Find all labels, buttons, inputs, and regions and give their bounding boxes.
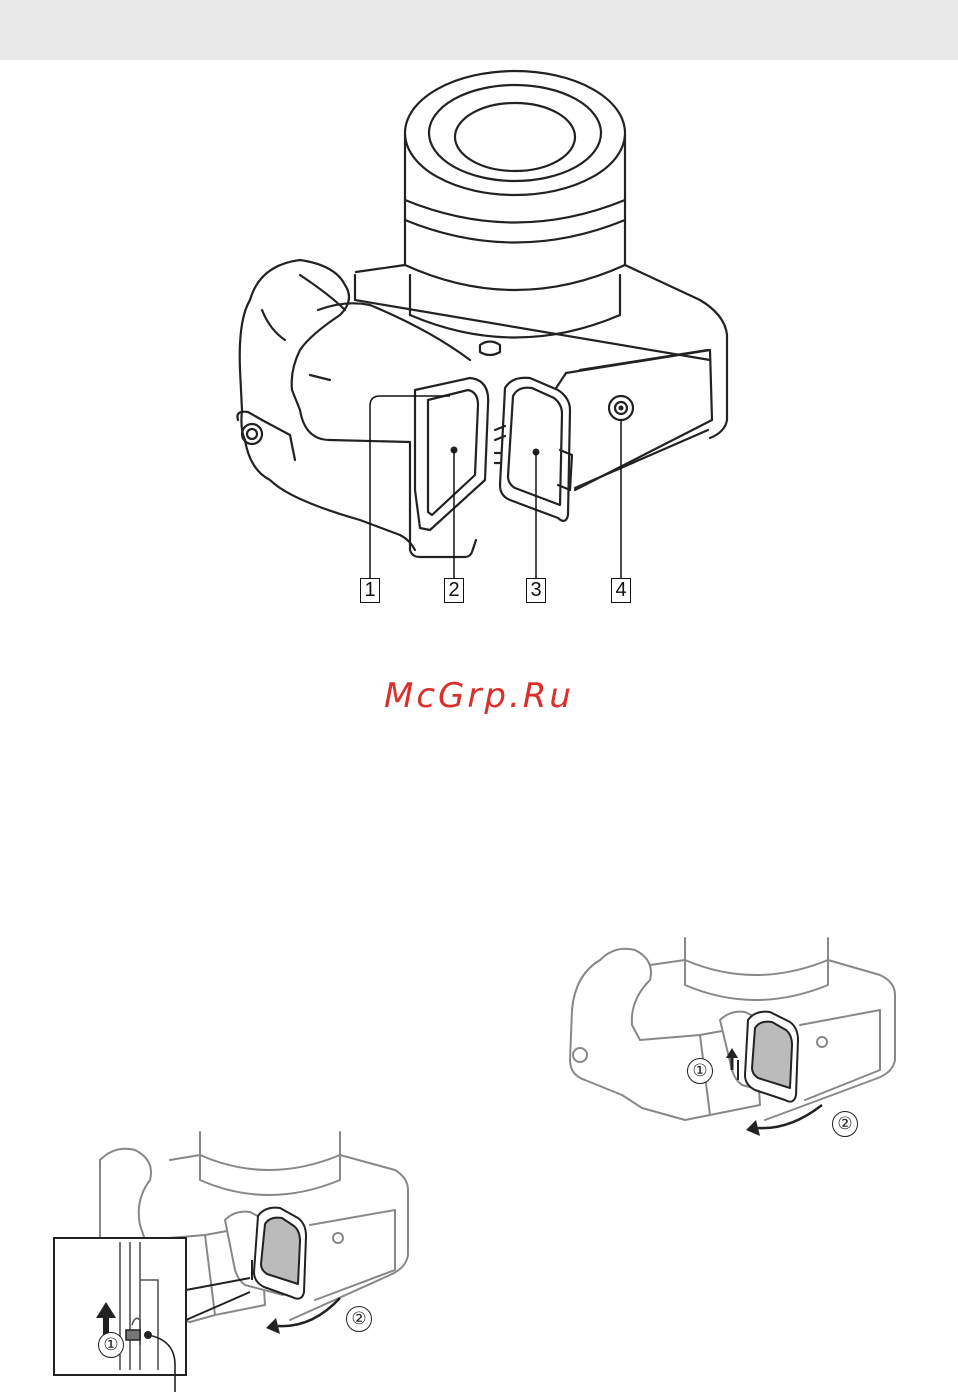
step-2-badge: ② [832, 1111, 858, 1137]
page-header-bar [0, 0, 958, 60]
watermark: McGrp.Ru [0, 676, 958, 716]
callout-3: 3 [526, 578, 546, 603]
callout-2: 2 [444, 578, 464, 603]
callout-4: 4 [611, 578, 631, 603]
callout-1: 1 [360, 578, 380, 603]
camera-bottom-illustration [0, 60, 958, 700]
step-1-badge: ① [98, 1332, 124, 1358]
step-1-badge: ① [687, 1058, 713, 1084]
step-2-badge: ② [346, 1306, 372, 1332]
